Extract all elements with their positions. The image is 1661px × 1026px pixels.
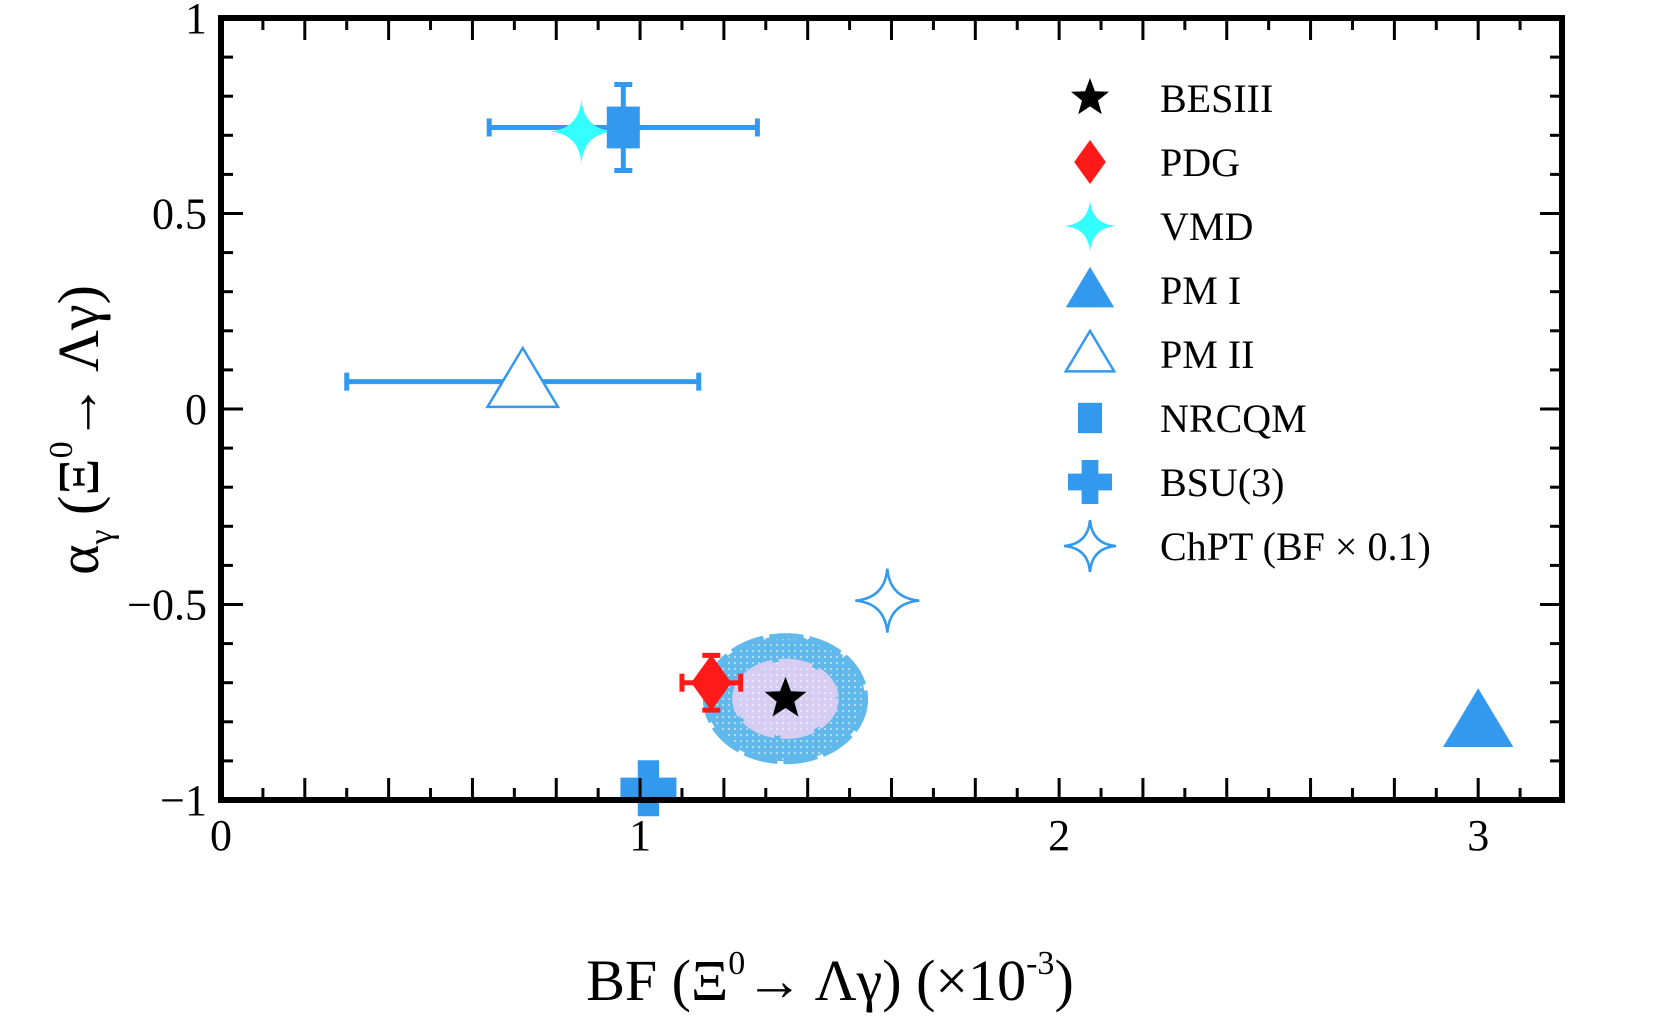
plot-frame xyxy=(218,15,1565,803)
axis-ticks xyxy=(219,16,1564,802)
legend-label-vmd: VMD xyxy=(1160,204,1253,249)
y-tick-label: 0 xyxy=(185,385,207,434)
data-markers xyxy=(485,99,1514,817)
legend-marker-pm-ii xyxy=(1063,328,1117,373)
legend-marker-pm-i xyxy=(1065,266,1115,308)
y-axis-title-alpha: α xyxy=(46,545,111,575)
y-axis-title-sub: γ xyxy=(83,530,120,546)
y-tick-label: 1 xyxy=(185,0,207,43)
legend-label-besiii: BESIII xyxy=(1160,76,1273,121)
legend-marker-chpt-bf-0-1 xyxy=(1063,519,1117,573)
legend-label-pdg: PDG xyxy=(1160,140,1240,185)
pdg-point xyxy=(691,654,732,711)
legend-label-chpt-bf-0-1: ChPT (BF × 0.1) xyxy=(1160,524,1431,569)
chpt-bf-0-1-point xyxy=(855,568,920,633)
bsu-3-point xyxy=(620,760,677,817)
tick-labels: 0 1 2 3 −1 −0.5 0 0.5 1 xyxy=(127,0,1489,860)
pm-ii-point xyxy=(485,345,561,409)
legend-marker-nrcqm xyxy=(1078,402,1102,434)
y-axis-title: αγ (Ξ0→ Λγ) xyxy=(43,285,120,575)
x-axis-title-exp: -3 xyxy=(1026,945,1054,982)
legend: BESIII PDG VMD PM I PM II NRCQM BSU(3) ChPT (BF… xyxy=(1063,76,1431,573)
y-tick-label: 0.5 xyxy=(152,190,207,239)
y-tick-label: −1 xyxy=(160,776,207,825)
nrcqm-point xyxy=(606,106,640,149)
y-tick-label: −0.5 xyxy=(127,581,207,630)
legend-label-nrcqm: NRCQM xyxy=(1160,396,1307,441)
legend-marker-vmd xyxy=(1064,200,1116,252)
x-axis-title: BF (Ξ0→ Λγ) (×10-3) xyxy=(586,945,1074,1013)
pm-i-point xyxy=(1442,688,1514,747)
vmd-point xyxy=(549,99,614,164)
legend-marker-besiii xyxy=(1071,78,1109,115)
legend-marker-bsu-3 xyxy=(1068,460,1112,504)
x-tick-label: 1 xyxy=(629,811,651,860)
y-axis-title-sup: 0 xyxy=(43,441,80,458)
besiii-point xyxy=(764,676,807,717)
x-axis-title-sup: 0 xyxy=(728,945,745,982)
x-tick-label: 3 xyxy=(1467,811,1489,860)
x-tick-label: 2 xyxy=(1048,811,1070,860)
legend-label-bsu-3: BSU(3) xyxy=(1160,460,1284,505)
legend-label-pm-ii: PM II xyxy=(1160,332,1254,377)
legend-label-pm-i: PM I xyxy=(1160,268,1241,313)
x-tick-label: 0 xyxy=(210,811,232,860)
legend-marker-pdg xyxy=(1074,140,1106,184)
